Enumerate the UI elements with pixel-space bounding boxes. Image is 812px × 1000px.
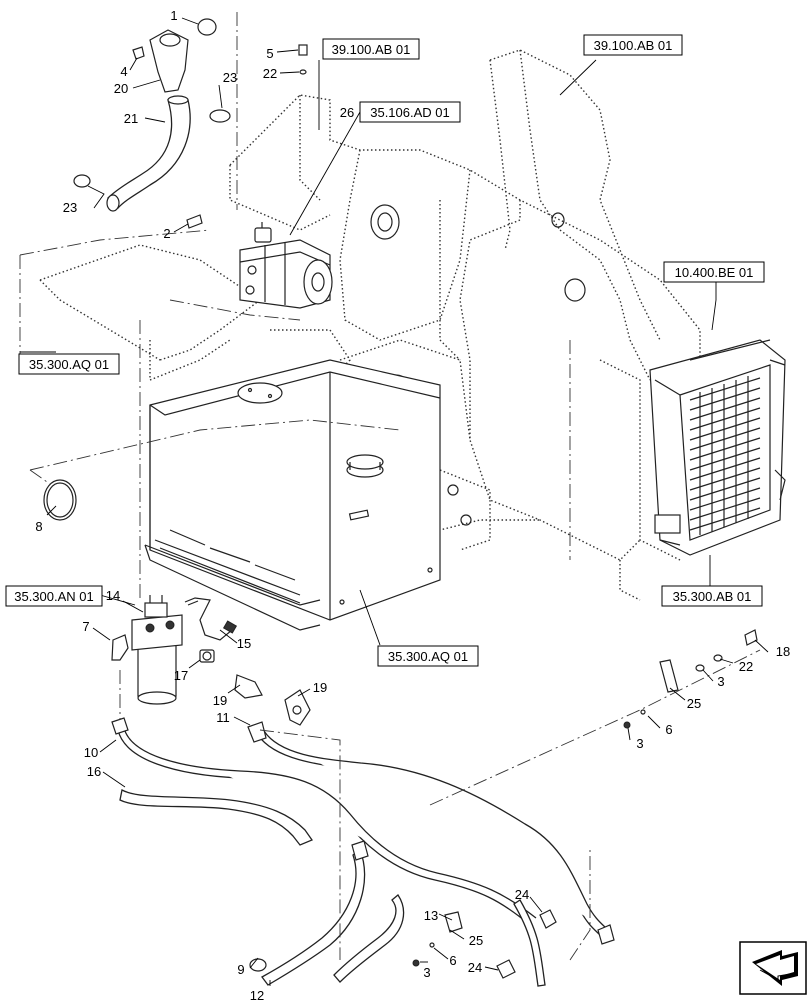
callout-25-right: 25 (687, 696, 701, 711)
callout-22-top: 22 (263, 66, 277, 81)
callout-26: 26 (340, 105, 354, 120)
callout-23-left: 23 (63, 200, 77, 215)
reference-box-35-300-aq-center[interactable]: 35.300.AQ 01 (377, 645, 479, 667)
callout-9: 9 (237, 962, 244, 977)
reference-box-35-106-ad[interactable]: 35.106.AD 01 (359, 101, 461, 123)
next-page-arrow-icon[interactable] (739, 941, 807, 995)
hydraulic-pump (239, 222, 333, 309)
pressure-switch-wire (184, 597, 238, 641)
oil-cooler-radiator (649, 339, 786, 556)
tank-filler-cap-icon (346, 454, 384, 478)
callout-2: 2 (163, 226, 170, 241)
ref-label: 39.100.AB 01 (332, 42, 411, 57)
hydraulic-hoses (111, 717, 615, 987)
callout-3-right: 3 (717, 674, 724, 689)
callout-19-left: 19 (213, 693, 227, 708)
callout-13: 13 (424, 908, 438, 923)
callout-24-lower: 24 (468, 960, 482, 975)
callout-11: 11 (216, 710, 230, 725)
callout-4: 4 (120, 64, 127, 79)
reference-box-39-100-ab-right[interactable]: 39.100.AB 01 (583, 34, 683, 56)
callout-6-lower: 6 (449, 953, 456, 968)
callout-23-top: 23 (223, 70, 237, 85)
callout-16: 16 (87, 764, 101, 779)
callout-3-lower: 3 (423, 965, 430, 980)
callout-leaders (20, 17, 769, 986)
reference-box-39-100-ab-top[interactable]: 39.100.AB 01 (322, 38, 420, 60)
reference-box-10-400-be[interactable]: 10.400.BE 01 (663, 261, 765, 283)
callout-24-upper: 24 (515, 887, 529, 902)
suction-elbow-and-hose (73, 18, 231, 212)
callout-12: 12 (250, 988, 264, 1000)
bolts-and-washers (186, 44, 758, 979)
ref-label: 39.100.AB 01 (594, 38, 673, 53)
reference-box-35-300-aq-left[interactable]: 35.300.AQ 01 (18, 353, 120, 375)
callout-numbers: 1 4 20 21 23 23 2 5 22 26 8 14 7 15 17 1… (35, 8, 790, 1000)
callout-20: 20 (114, 81, 128, 96)
hydraulic-filter (131, 595, 183, 705)
callout-7: 7 (82, 619, 89, 634)
callout-6-right: 6 (665, 722, 672, 737)
ref-label: 35.300.AQ 01 (29, 357, 109, 372)
callout-10: 10 (84, 745, 98, 760)
ref-label: 35.300.AB 01 (673, 589, 752, 604)
callout-3-right-lower: 3 (636, 736, 643, 751)
callout-8: 8 (35, 519, 42, 534)
callout-25-lower: 25 (469, 933, 483, 948)
reference-box-35-300-ab[interactable]: 35.300.AB 01 (661, 585, 763, 607)
o-ring-inner (46, 482, 74, 518)
callout-18: 18 (776, 644, 790, 659)
ref-label: 10.400.BE 01 (675, 265, 754, 280)
callout-15: 15 (237, 636, 251, 651)
ref-label: 35.106.AD 01 (370, 105, 450, 120)
callout-21: 21 (124, 111, 138, 126)
reference-box-35-300-an[interactable]: 35.300.AN 01 (5, 585, 103, 607)
callout-22-right: 22 (739, 659, 753, 674)
fittings (111, 634, 311, 726)
ref-label: 35.300.AQ 01 (388, 649, 468, 664)
callout-17: 17 (174, 668, 188, 683)
callout-19-right: 19 (313, 680, 327, 695)
callout-5: 5 (266, 46, 273, 61)
assembly-center-lines (19, 12, 761, 961)
hydraulic-tank (144, 359, 441, 631)
callout-1: 1 (170, 8, 177, 23)
callout-14: 14 (106, 588, 120, 603)
ref-label: 35.300.AN 01 (14, 589, 94, 604)
o-ring (43, 479, 77, 521)
